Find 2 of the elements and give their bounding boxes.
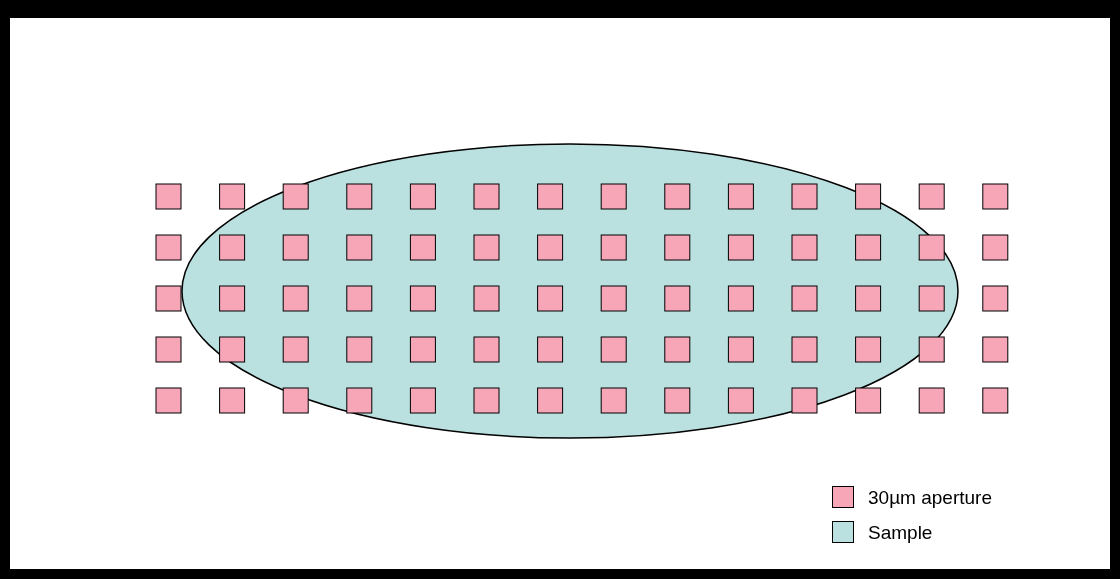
legend-label: Sample bbox=[868, 522, 933, 542]
legend-label: 30µm aperture bbox=[868, 487, 992, 507]
